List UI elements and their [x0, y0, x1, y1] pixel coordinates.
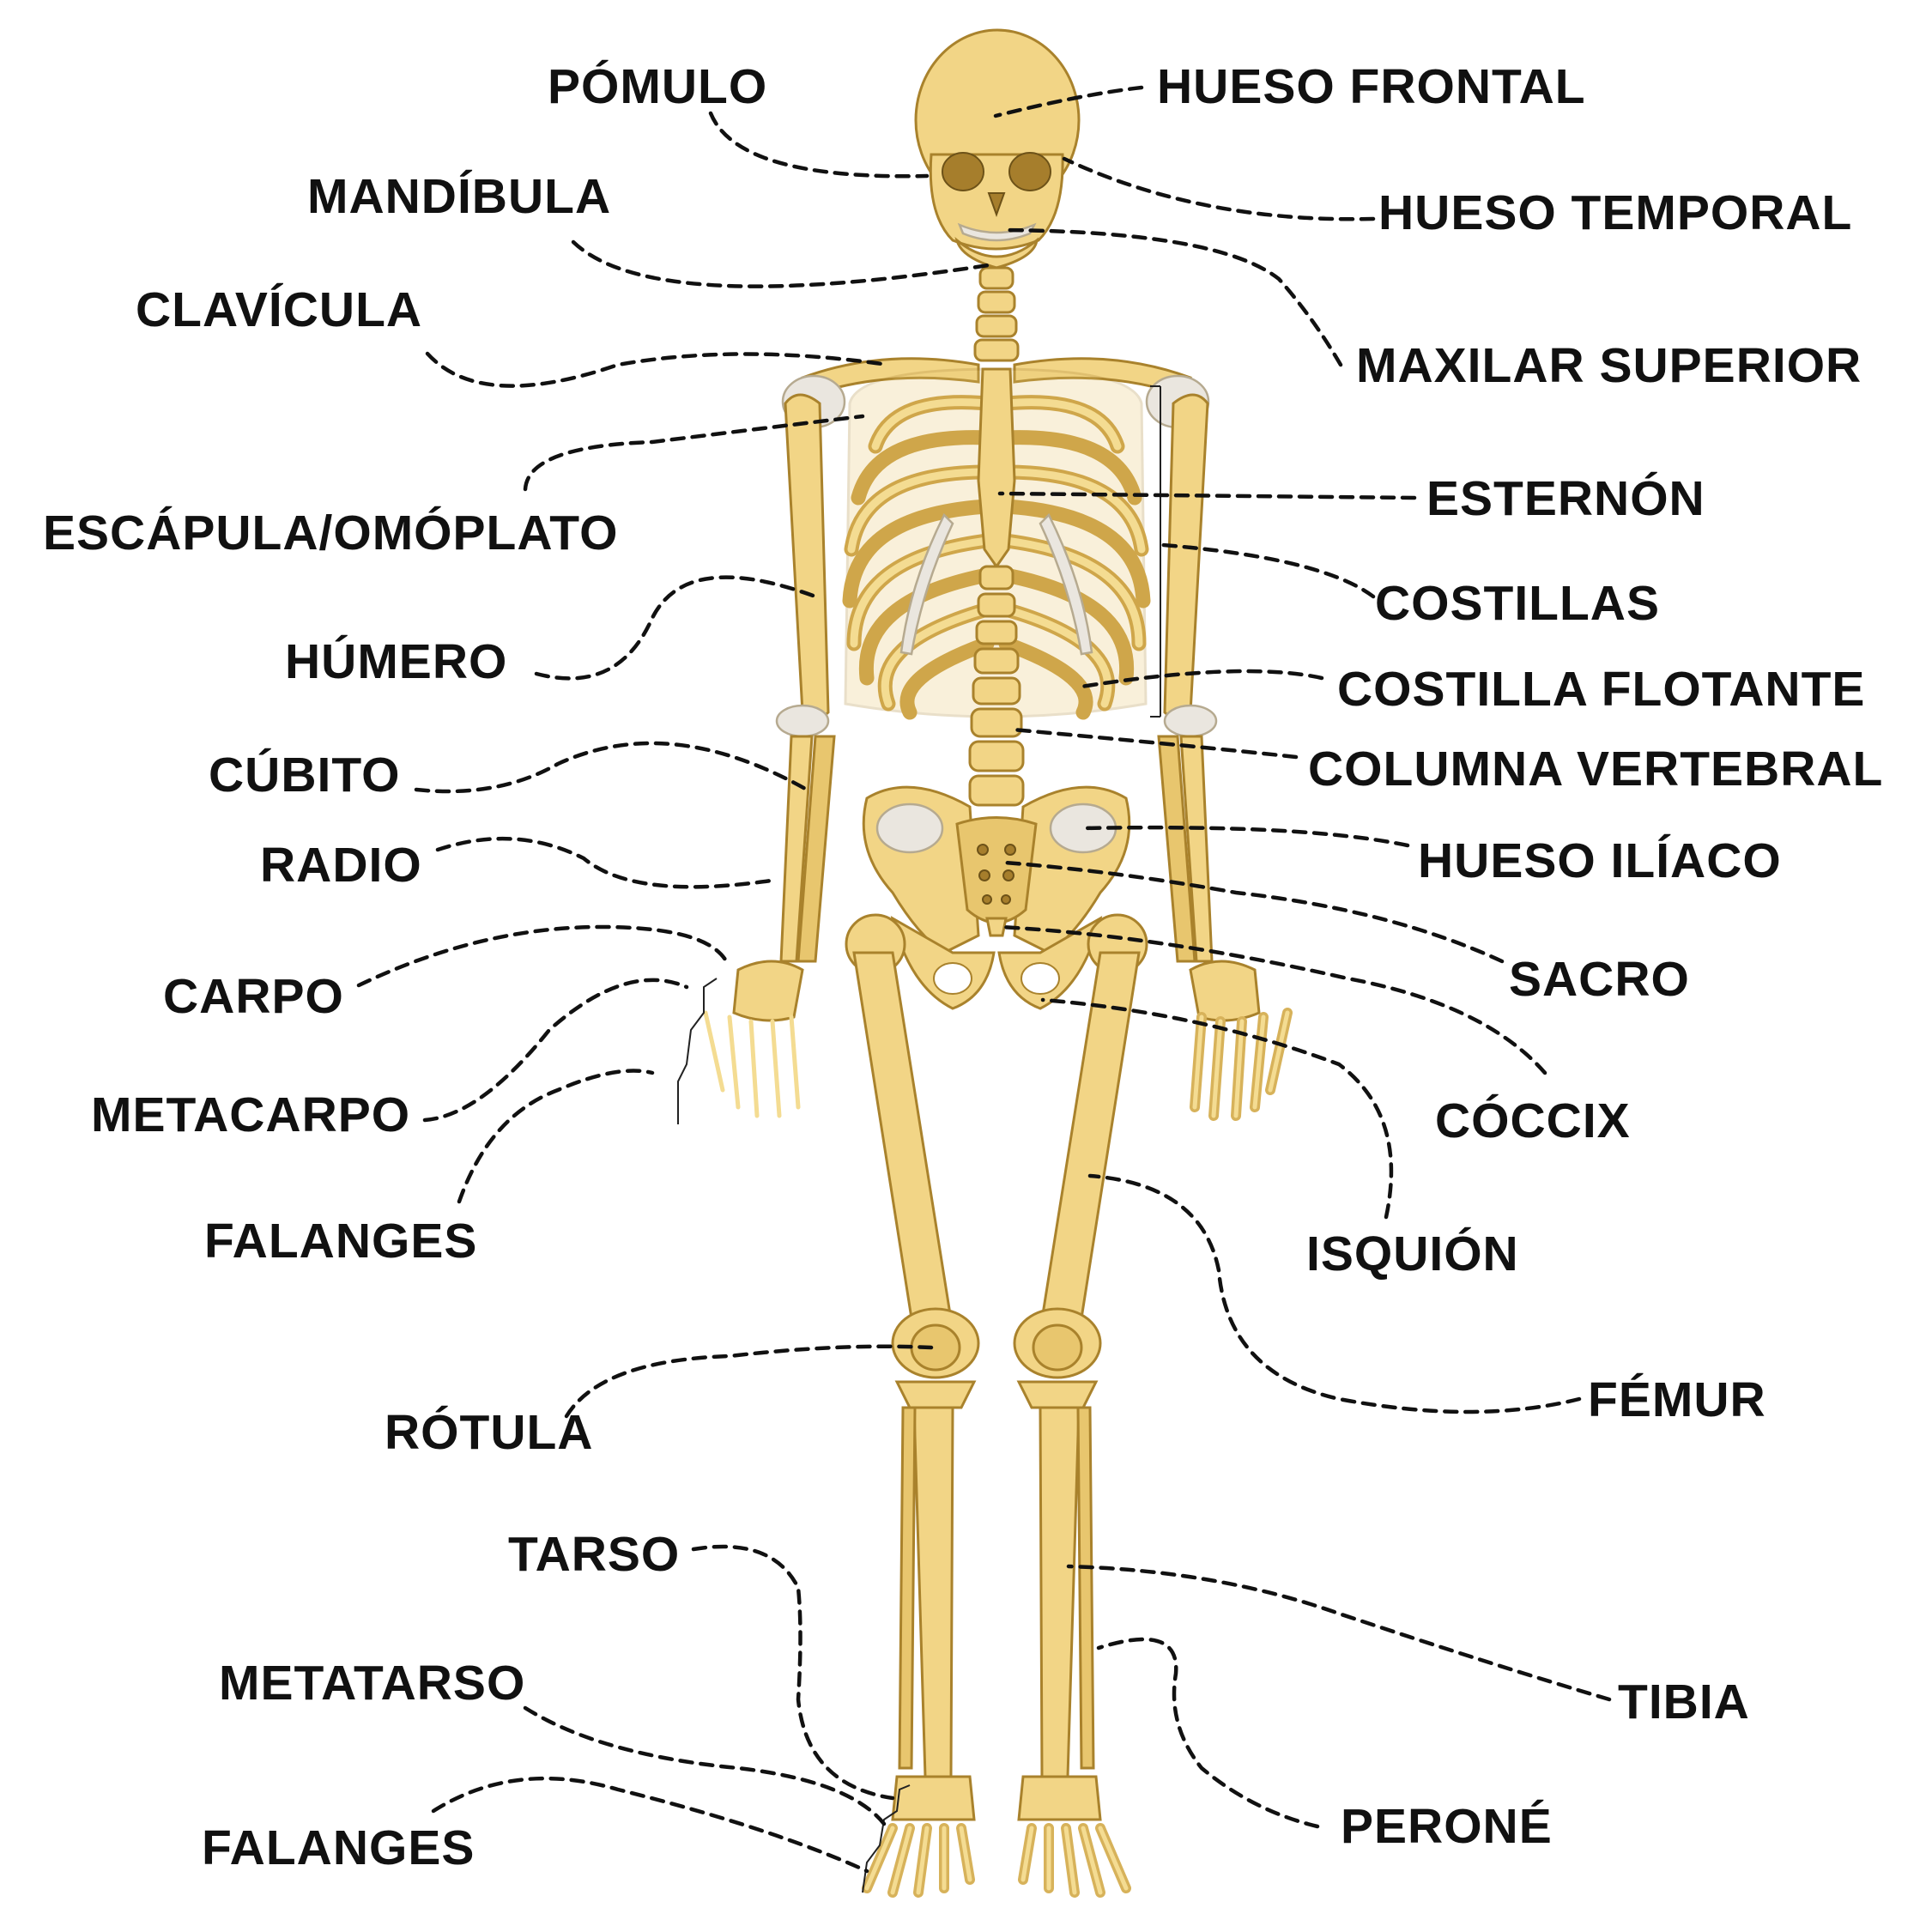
leader-tarso: [691, 1544, 895, 1801]
leader-falanges-pie: [431, 1776, 869, 1874]
leader-esternon: [997, 491, 1417, 500]
label-hueso-iliaco: HUESO ILÍACO: [1418, 833, 1782, 888]
leader-escapula: [523, 414, 865, 492]
leader-falanges-mano: [457, 1069, 655, 1204]
leader-humero: [534, 575, 818, 681]
leader-mandibula: [571, 239, 996, 288]
leader-perone: [1096, 1637, 1320, 1829]
leader-lines: [356, 85, 1612, 1874]
label-coccix: CÓCCIX: [1435, 1093, 1631, 1148]
label-femur: FÉMUR: [1588, 1372, 1766, 1427]
leader-clavicula: [425, 351, 891, 388]
leader-hueso-frontal: [993, 85, 1144, 118]
label-perone: PERONÉ: [1341, 1799, 1553, 1854]
leader-cubito: [414, 741, 809, 794]
label-rotula: RÓTULA: [385, 1405, 593, 1460]
leader-costillas: [1160, 542, 1376, 599]
leader-coccix: [997, 924, 1547, 1075]
label-falanges-mano: FALANGES: [204, 1214, 477, 1269]
label-esternon: ESTERNÓN: [1426, 471, 1705, 526]
leader-hueso-temporal: [1062, 156, 1376, 221]
leader-columna-vertebral: [1010, 727, 1299, 760]
leader-hueso-iliaco: [1079, 825, 1410, 848]
label-falanges-pie: FALANGES: [202, 1820, 475, 1875]
leader-isquion: [1040, 997, 1394, 1220]
label-clavicula: CLAVÍCULA: [136, 282, 422, 337]
leader-sacro: [1002, 860, 1505, 964]
left-arm: [677, 393, 836, 1124]
label-pomulo: PÓMULO: [548, 59, 767, 114]
leader-maxilar-superior: [1002, 227, 1343, 367]
rib-cage: [842, 367, 1161, 720]
right-arm: [1157, 393, 1293, 1121]
spine: [968, 565, 1025, 807]
label-metacarpo: METACARPO: [91, 1087, 410, 1142]
left-leg: [845, 913, 980, 1898]
leader-metacarpo: [422, 978, 689, 1123]
label-tarso: TARSO: [508, 1527, 680, 1582]
leader-tibia: [1066, 1564, 1612, 1702]
leader-costilla-flotante: [1079, 669, 1324, 689]
label-isquion: ISQUIÓN: [1306, 1226, 1519, 1281]
cervical-spine: [973, 266, 1020, 362]
label-hueso-temporal: HUESO TEMPORAL: [1378, 185, 1852, 240]
label-costillas: COSTILLAS: [1375, 576, 1660, 631]
label-columna-vertebral: COLUMNA VERTEBRAL: [1308, 742, 1883, 796]
leader-metatarso: [523, 1705, 887, 1826]
leader-rotula: [564, 1344, 934, 1419]
leader-femur: [1087, 1173, 1582, 1414]
pelvis: [862, 785, 1131, 1010]
skull: [914, 28, 1081, 270]
label-carpo: CARPO: [163, 969, 344, 1024]
label-cubito: CÚBITO: [209, 748, 400, 802]
label-escapula: ESCÁPULA/OMÓPLATO: [43, 506, 618, 560]
label-metatarso: METATARSO: [219, 1656, 525, 1711]
label-maxilar-superior: MAXILAR SUPERIOR: [1356, 338, 1862, 393]
labels: PÓMULO HUESO FRONTAL MANDÍBULA HUESO TEM…: [43, 59, 1883, 1875]
label-costilla-flotante: COSTILLA FLOTANTE: [1337, 662, 1865, 717]
leader-carpo: [356, 924, 728, 988]
label-hueso-frontal: HUESO FRONTAL: [1157, 59, 1586, 114]
label-tibia: TIBIA: [1618, 1675, 1750, 1729]
label-radio: RADIO: [260, 838, 422, 893]
label-mandibula: MANDÍBULA: [307, 169, 611, 224]
label-sacro: SACRO: [1509, 952, 1690, 1007]
leader-pomulo: [708, 111, 930, 179]
leader-radio: [435, 836, 779, 889]
skeleton-illustration: [677, 28, 1293, 1898]
right-leg: [1013, 913, 1148, 1898]
label-humero: HÚMERO: [285, 634, 507, 689]
